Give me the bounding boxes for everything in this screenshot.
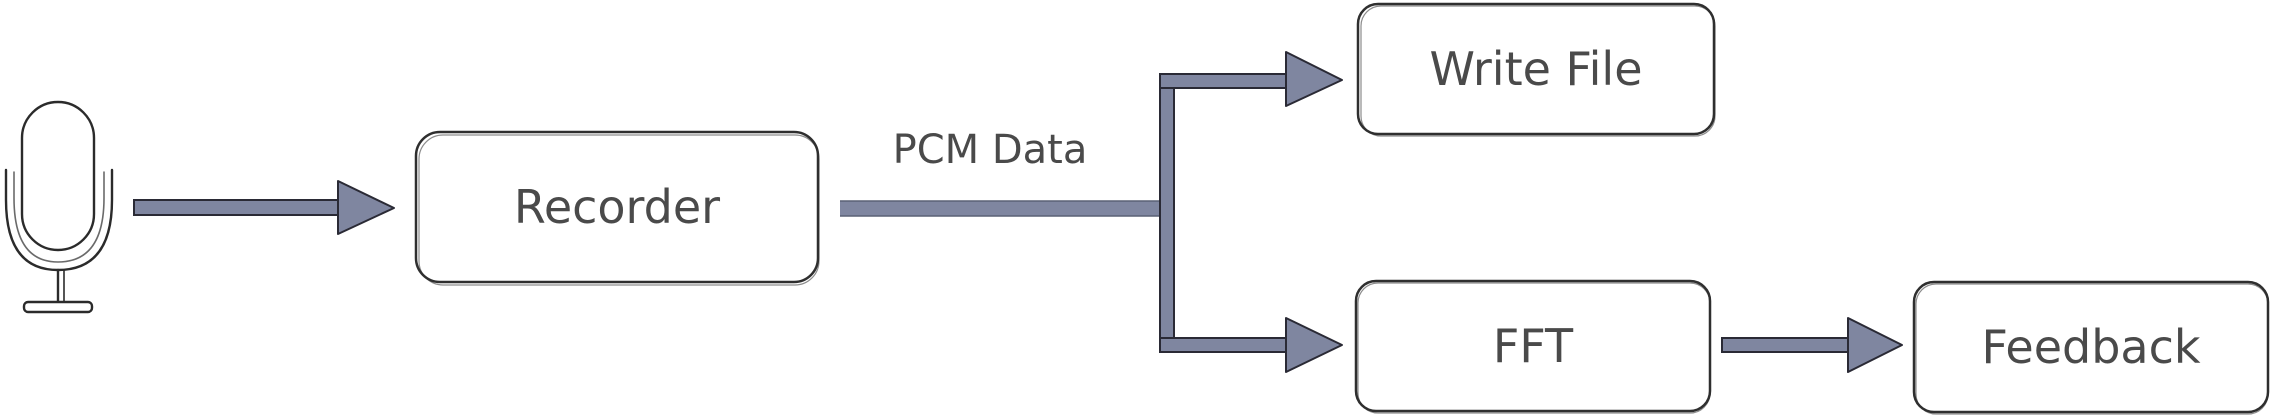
node-write-file-label: Write File bbox=[1429, 42, 1642, 96]
arrow-branch-to-write-file bbox=[1159, 51, 1343, 107]
arrow-recorder-to-branch bbox=[840, 200, 1162, 217]
node-fft: FFT bbox=[1354, 279, 1712, 414]
node-feedback: Feedback bbox=[1912, 280, 2270, 415]
node-recorder-label: Recorder bbox=[514, 180, 720, 234]
node-recorder: Recorder bbox=[414, 130, 820, 286]
branch-connector bbox=[1159, 73, 1175, 351]
node-feedback-label: Feedback bbox=[1981, 320, 2200, 374]
edge-label-pcm-data: PCM Data bbox=[893, 127, 1088, 173]
arrow-branch-to-fft bbox=[1159, 317, 1343, 373]
arrow-fft-to-feedback bbox=[1721, 317, 1903, 373]
arrow-mic-to-recorder bbox=[133, 180, 395, 235]
node-fft-label: FFT bbox=[1493, 319, 1574, 373]
node-write-file: Write File bbox=[1356, 2, 1716, 137]
microphone-icon bbox=[4, 100, 114, 314]
